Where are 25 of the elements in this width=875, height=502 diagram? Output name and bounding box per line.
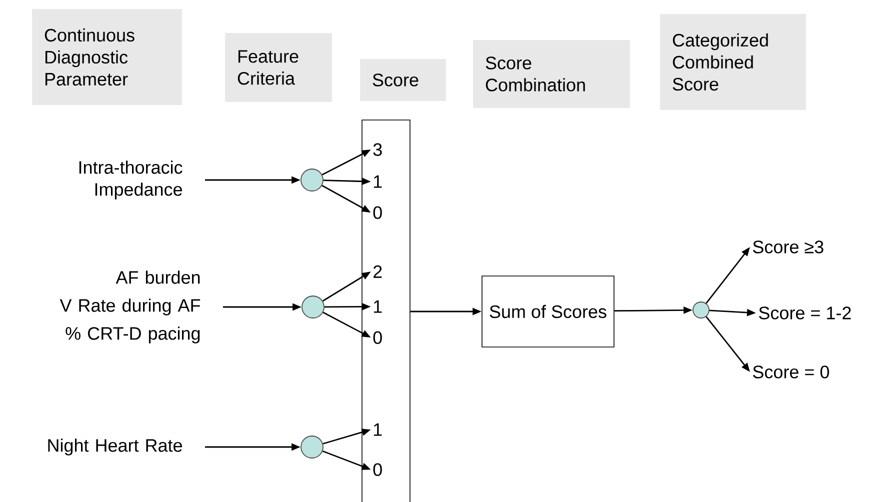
score-value: 1 <box>374 423 382 436</box>
score-value: 2 <box>374 265 382 278</box>
score-value: 0 <box>373 206 382 219</box>
label-text: Intra-thoracic Impedance <box>79 160 182 200</box>
header-box: Score Combination <box>473 40 630 108</box>
score-value: 0 <box>373 463 382 476</box>
header-box: Feature Criteria <box>225 33 332 102</box>
label-text: Night Heart Rate <box>48 438 182 456</box>
junction-circle <box>300 436 324 458</box>
score-value: 1 <box>374 175 382 188</box>
junction-circle <box>302 296 324 318</box>
outcome-label: Score ≥3 <box>753 240 824 254</box>
process-box: Sum of Scores <box>482 276 614 348</box>
header-box: Continuous Diagnostic Parameter <box>32 9 182 105</box>
junction-circle <box>300 168 324 192</box>
outcome-label: Score = 1-2 <box>759 306 851 320</box>
score-value: 0 <box>373 331 382 344</box>
score-value: 1 <box>374 300 382 313</box>
header-box: Categorized Combined Score <box>660 14 806 110</box>
junction-circle <box>692 302 710 318</box>
outcome-label: Score = 0 <box>753 366 830 378</box>
score-value: 3 <box>373 143 382 156</box>
score-column <box>362 120 410 502</box>
header-box: Score <box>360 59 446 101</box>
label-text: AF burden V Rate during AF % CRT-D pacing <box>60 270 200 344</box>
